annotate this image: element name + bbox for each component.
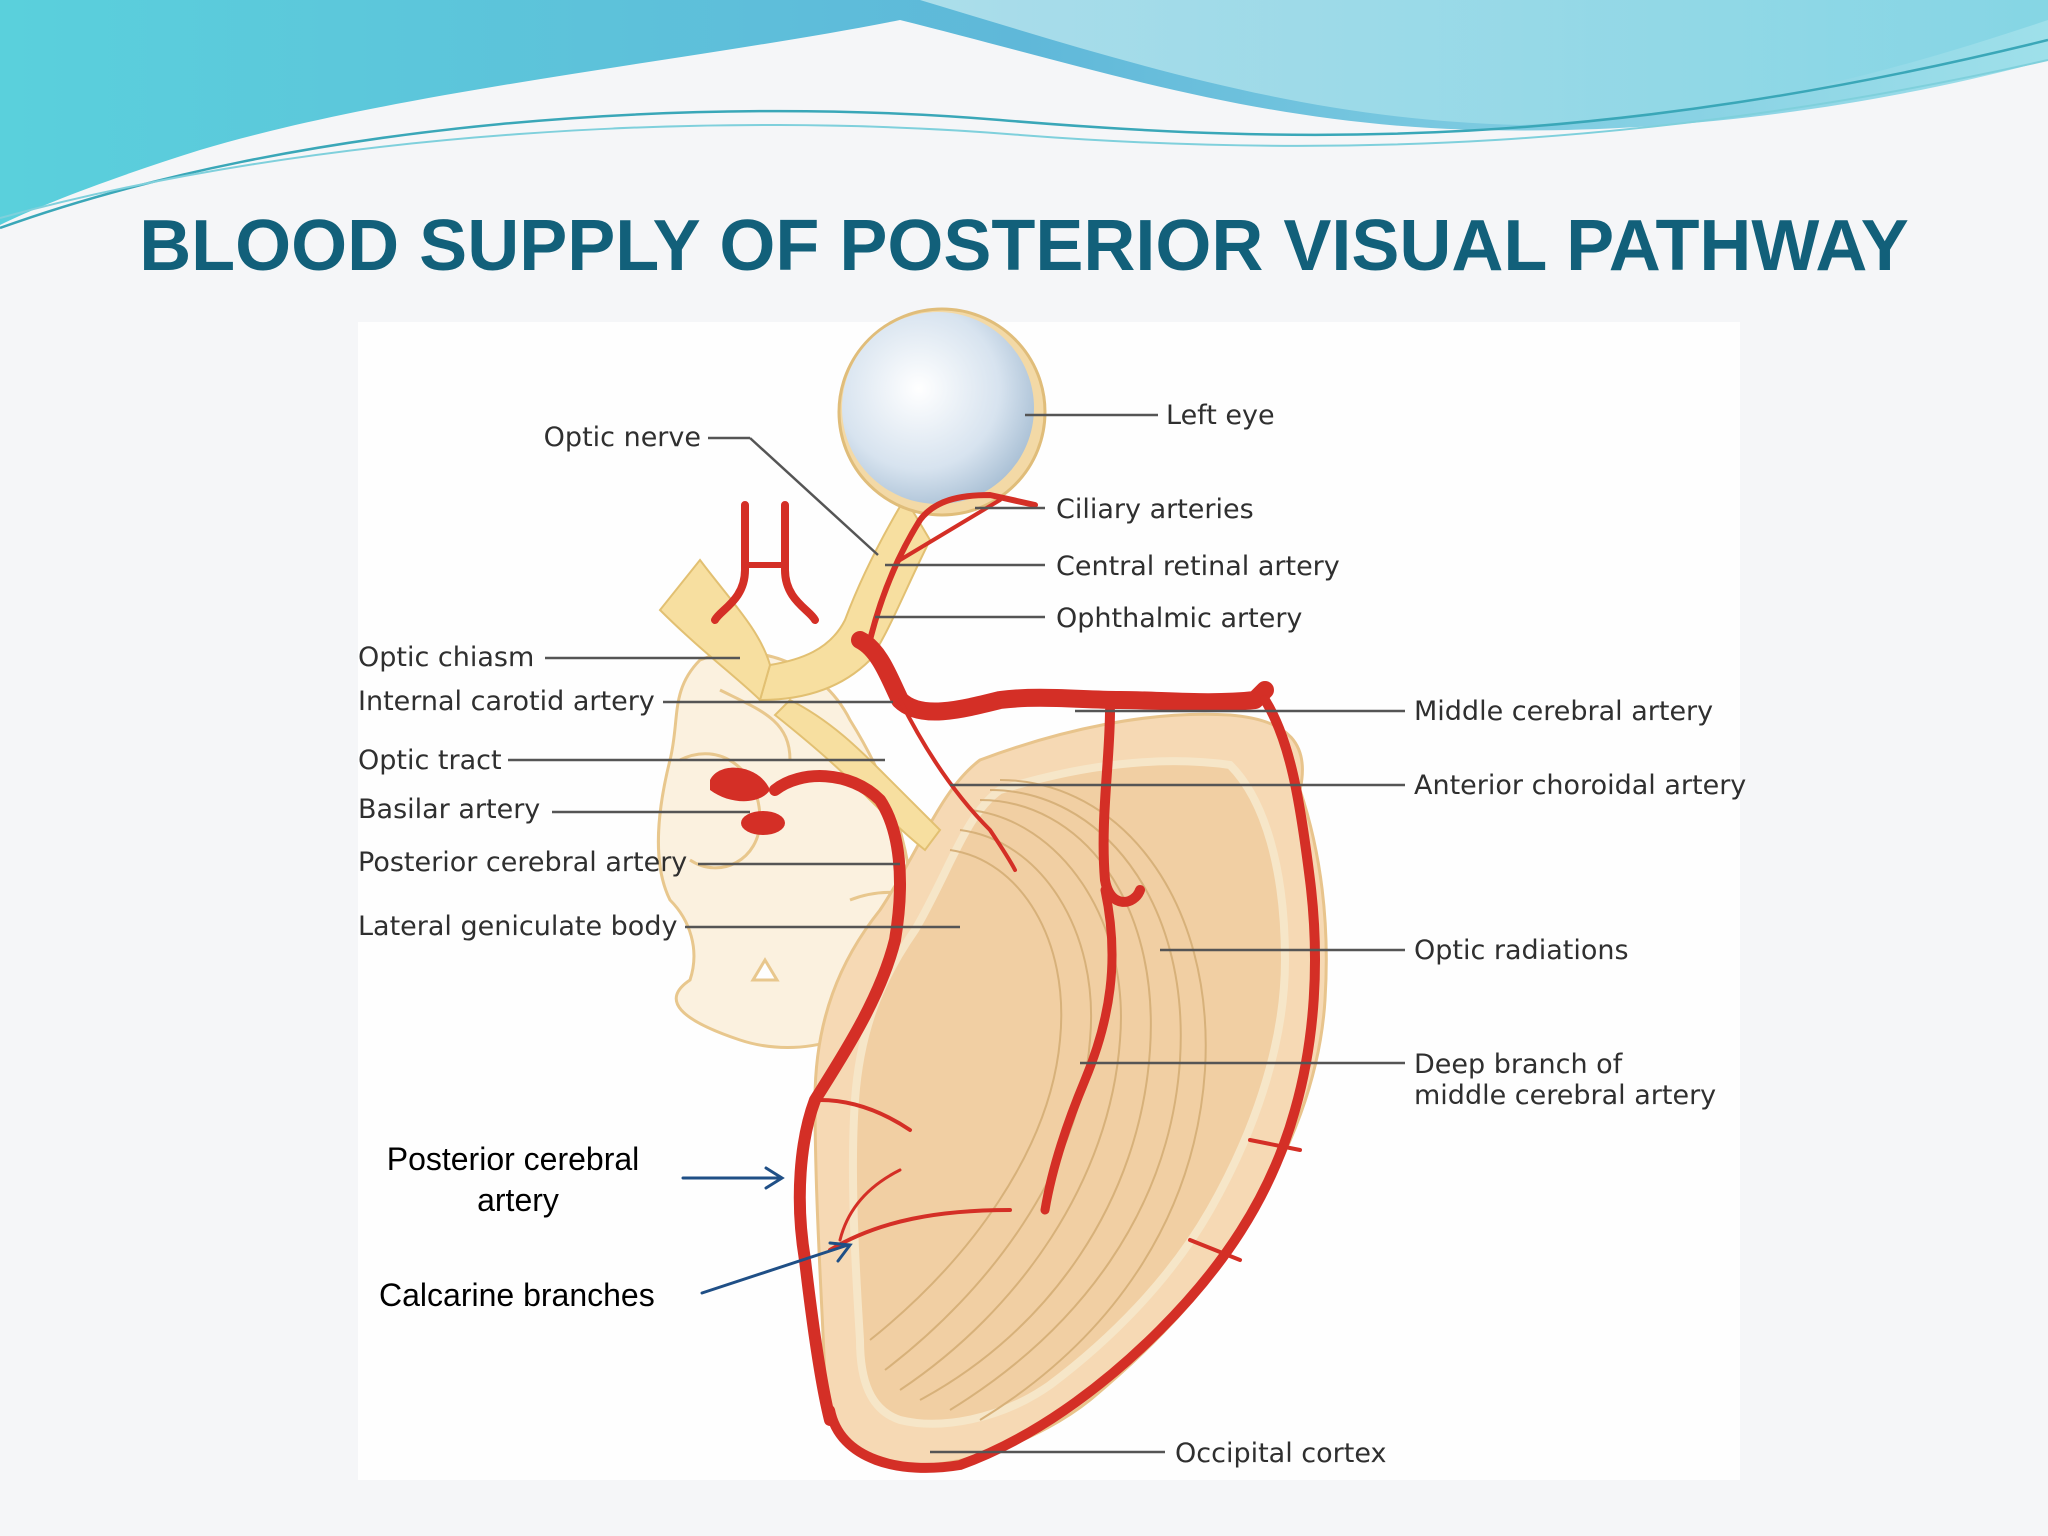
label-middle-cerebral-artery: Middle cerebral artery — [1414, 696, 1713, 727]
optic-radiation-fibres — [869, 779, 1207, 1421]
label-optic-tract: Optic tract — [358, 745, 502, 776]
annotation-posterior-cerebral-line2: artery — [477, 1182, 559, 1218]
label-ciliary-arteries: Ciliary arteries — [1056, 494, 1254, 525]
label-occipital-cortex: Occipital cortex — [1175, 1438, 1386, 1469]
label-left-eye: Left eye — [1166, 400, 1275, 431]
label-internal-carotid-artery: Internal carotid artery — [358, 686, 655, 717]
slide-annotations: Posterior cerebral artery Calcarine bran… — [379, 1141, 655, 1313]
basilar-artery — [710, 767, 785, 835]
label-deep-branch-line1: Deep branch of — [1414, 1049, 1624, 1080]
label-lateral-geniculate-body: Lateral geniculate body — [358, 911, 677, 942]
label-basilar-artery: Basilar artery — [358, 794, 540, 825]
label-anterior-choroidal-artery: Anterior choroidal artery — [1414, 770, 1746, 801]
label-optic-chiasm: Optic chiasm — [358, 642, 534, 673]
arteries — [711, 492, 1320, 1473]
label-deep-branch-line2: middle cerebral artery — [1414, 1080, 1716, 1111]
label-central-retinal-artery: Central retinal artery — [1056, 551, 1340, 582]
label-optic-nerve: Optic nerve — [544, 422, 701, 453]
optic-pathway — [658, 496, 942, 852]
label-ophthalmic-artery: Ophthalmic artery — [1056, 603, 1302, 634]
annotation-posterior-cerebral-line1: Posterior cerebral — [387, 1141, 640, 1177]
header-wave — [0, 0, 2048, 230]
leader-lines — [508, 413, 1405, 1454]
annotation-calcarine-branches: Calcarine branches — [379, 1277, 655, 1313]
label-posterior-cerebral-artery: Posterior cerebral artery — [358, 847, 687, 878]
diagram-labels: Left eye Optic nerve Ciliary arteries Ce… — [358, 400, 1746, 1469]
label-optic-radiations: Optic radiations — [1414, 935, 1629, 966]
left-eye — [837, 307, 1047, 517]
slide-title: BLOOD SUPPLY OF POSTERIOR VISUAL PATHWAY — [139, 206, 1909, 286]
annotation-arrows — [681, 1166, 853, 1295]
